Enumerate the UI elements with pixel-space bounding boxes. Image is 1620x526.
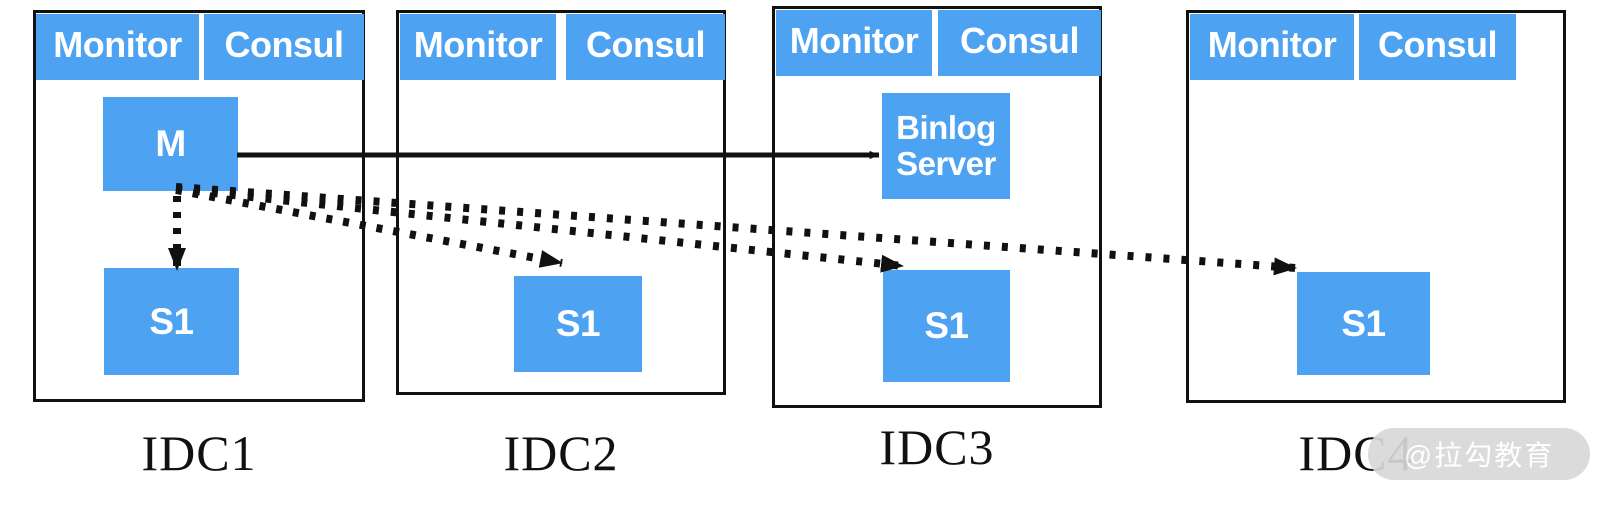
idc1-slave1-label: S1 bbox=[149, 300, 194, 342]
idc2-consul-box[interactable]: Consul bbox=[566, 14, 725, 80]
idc4-monitor-label: Monitor bbox=[1207, 24, 1337, 66]
idc1-caption: IDC1 bbox=[33, 424, 365, 482]
idc3-consul-label: Consul bbox=[960, 20, 1080, 62]
arrow-master-to-idc2-slave1 bbox=[175, 186, 563, 268]
idc3-consul-box[interactable]: Consul bbox=[938, 10, 1101, 76]
idc4-slave1-label: S1 bbox=[1341, 302, 1386, 344]
idc3-slave1-label: S1 bbox=[924, 305, 969, 347]
idc2-monitor-box[interactable]: Monitor bbox=[400, 14, 556, 80]
idc3-monitor-label: Monitor bbox=[789, 20, 919, 62]
idc3-slave1-box[interactable]: S1 bbox=[883, 270, 1010, 382]
idc2-consul-label: Consul bbox=[586, 24, 706, 66]
idc1-monitor-box[interactable]: Monitor bbox=[36, 14, 199, 80]
arrow-master-to-idc4-slave1 bbox=[175, 183, 1297, 276]
idc2-caption-text: IDC2 bbox=[503, 425, 619, 481]
arrow-master-to-idc3-slave1 bbox=[175, 185, 904, 273]
idc4-consul-label: Consul bbox=[1378, 24, 1498, 66]
idc4-consul-box[interactable]: Consul bbox=[1359, 14, 1516, 80]
idc2-caption: IDC2 bbox=[396, 424, 726, 482]
idc1-consul-label: Consul bbox=[224, 24, 345, 66]
idc-panel-idc2 bbox=[396, 10, 726, 395]
idc3-monitor-box[interactable]: Monitor bbox=[776, 10, 932, 76]
watermark-badge: @拉勾教育 bbox=[1368, 428, 1590, 480]
idc3-caption: IDC3 bbox=[772, 418, 1102, 476]
idc-panel-idc1 bbox=[33, 10, 365, 402]
idc3-binlog-server-label-line1: Binlog bbox=[896, 109, 996, 147]
idc2-monitor-label: Monitor bbox=[413, 24, 543, 66]
idc4-monitor-box[interactable]: Monitor bbox=[1190, 14, 1354, 80]
idc2-slave1-box[interactable]: S1 bbox=[514, 276, 642, 372]
idc1-master-box[interactable]: M bbox=[103, 97, 238, 191]
idc4-slave1-box[interactable]: S1 bbox=[1297, 272, 1430, 375]
idc3-caption-text: IDC3 bbox=[879, 419, 995, 475]
idc3-binlog-server-box[interactable]: Binlog Server bbox=[882, 93, 1010, 199]
idc1-monitor-label: Monitor bbox=[53, 24, 182, 66]
idc-panel-idc3 bbox=[772, 6, 1102, 408]
watermark-text: @拉勾教育 bbox=[1403, 440, 1555, 471]
idc1-slave1-box[interactable]: S1 bbox=[104, 268, 239, 375]
idc-panel-idc4 bbox=[1186, 10, 1566, 403]
idc1-caption-text: IDC1 bbox=[141, 425, 257, 481]
idc1-consul-box[interactable]: Consul bbox=[204, 14, 364, 80]
idc1-master-label: M bbox=[155, 123, 186, 165]
idc3-binlog-server-label-line2: Server bbox=[896, 145, 996, 182]
idc2-slave1-label: S1 bbox=[555, 303, 601, 345]
